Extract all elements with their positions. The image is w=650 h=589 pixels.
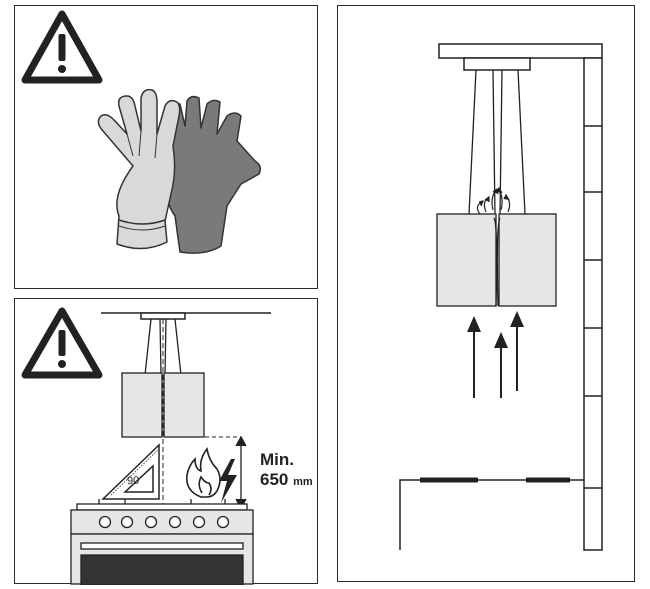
intake-arrows — [467, 311, 524, 398]
ceiling-line — [101, 312, 271, 320]
airflow-panel — [337, 5, 635, 582]
warning-triangle-icon — [21, 10, 103, 84]
cooktop — [70, 499, 254, 585]
flame-icon — [185, 447, 221, 498]
gloves-panel — [14, 5, 318, 289]
clearance-panel: 90 Min. 650 mm — [14, 298, 318, 585]
airflow-arrows-icon — [476, 186, 511, 215]
lightning-bolt-icon — [219, 459, 237, 503]
protective-gloves-icon — [97, 88, 262, 254]
hood-unit — [436, 69, 557, 307]
distance-unit: mm — [293, 476, 313, 488]
min-text: Min. — [260, 450, 294, 469]
min-distance-label: Min. 650 mm — [260, 450, 313, 492]
set-square-icon — [101, 443, 160, 500]
distance-dimension — [235, 435, 247, 510]
ceiling-and-wall — [438, 43, 603, 551]
distance-value: 650 — [260, 470, 289, 489]
angle-label: 90 — [126, 474, 140, 488]
warning-triangle-icon — [21, 307, 103, 379]
cooktop-outline — [399, 477, 584, 550]
hood-unit — [121, 318, 205, 438]
